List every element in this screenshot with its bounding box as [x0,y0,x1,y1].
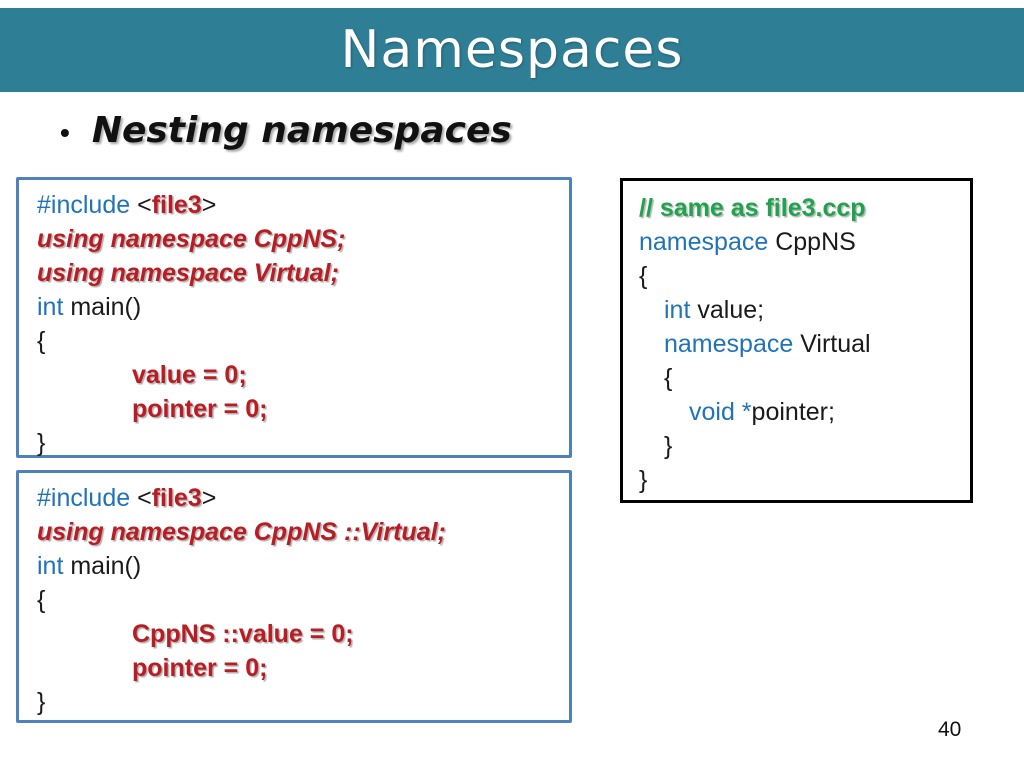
code-box-using-both-namespaces: #include <file3> using namespace CppNS; us… [16,177,572,458]
code-token: CppNS [775,228,856,256]
code-line: pointer = 0; [37,392,569,426]
code-line: using namespace CppNS; [37,222,569,256]
code-token: { [37,586,46,614]
code-token: using namespace CppNS ::Virtual; [37,518,446,546]
code-token: } [37,688,46,716]
code-line: namespace Virtual [639,327,970,361]
code-token: pointer = 0; [132,654,268,682]
code-token: int [37,293,71,321]
code-token: main() [70,552,142,580]
code-token: } [37,429,46,457]
bullet-marker: • [60,117,70,148]
code-line: // same as file3.ccp [639,191,970,225]
code-line: void *pointer; [639,395,970,429]
code-token: #include [37,191,138,219]
code-token: namespace [639,228,776,256]
code-token: > [201,191,217,219]
code-token: value; [697,296,765,324]
code-line: { [639,259,970,293]
code-line: CppNS ::value = 0; [37,617,569,651]
code-line: { [37,324,569,358]
code-line: int main() [37,549,569,583]
code-token: file3 [151,191,202,219]
code-line: } [37,685,569,719]
code-token: < [137,484,152,512]
code-box-using-nested-namespace: #include <file3>using namespace CppNS ::… [16,470,572,723]
bullet-heading: Nesting namespaces [91,110,512,151]
code-token: > [201,484,217,512]
code-line: { [37,583,569,617]
bullet-row: • Nesting namespaces [60,110,512,151]
title-bar: Namespaces [0,8,1024,92]
code-line: using namespace Virtual; [37,256,569,290]
code-token: file3 [151,484,202,512]
code-line: int main() [37,290,569,324]
code-token: { [37,327,46,355]
code-token: < [137,191,152,219]
code-token: int [37,552,71,580]
code-token: pointer; [751,398,835,426]
code-token: pointer = 0; [132,395,268,423]
code-line: { [639,361,970,395]
code-line: #include <file3> [37,188,569,222]
code-token: Virtual [800,330,871,358]
code-line: } [639,463,970,497]
code-token: using namespace Virtual; [37,259,339,287]
code-token: main() [70,293,142,321]
code-line: namespace CppNS [639,225,970,259]
code-token: using namespace CppNS; [37,225,346,253]
code-token: value = 0; [132,361,247,389]
code-line: value = 0; [37,358,569,392]
page-title: Namespaces [340,20,684,80]
code-token: } [664,432,673,460]
code-token: void * [689,398,752,426]
code-line: #include <file3> [37,481,569,515]
code-token: { [664,364,673,392]
code-token: CppNS ::value = 0; [132,620,354,648]
code-box-file3-definition: // same as file3.ccp namespace CppNS { int … [620,178,973,503]
code-token: namespace [664,330,801,358]
code-line: pointer = 0; [37,651,569,685]
code-line: } [639,429,970,463]
code-line: int value; [639,293,970,327]
code-token: #include [37,484,138,512]
code-line: } [37,426,569,460]
code-token: int [664,296,698,324]
code-token: // same as file3.ccp [639,194,866,222]
page-number: 40 [938,718,962,741]
code-token: } [639,466,648,494]
code-token: { [639,262,648,290]
code-line: using namespace CppNS ::Virtual; [37,515,569,549]
